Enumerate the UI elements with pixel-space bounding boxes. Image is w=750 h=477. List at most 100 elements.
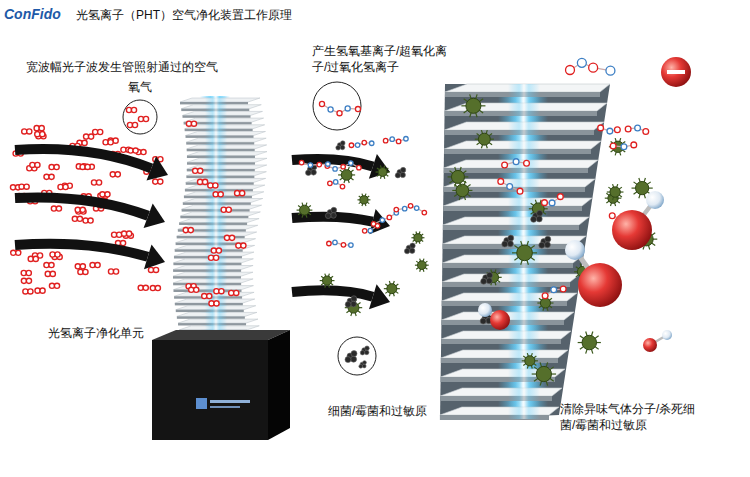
oxygen-atom <box>33 256 38 261</box>
oxygen-atom <box>54 283 59 288</box>
zoomed-tower <box>440 84 610 420</box>
allergen-particle <box>331 213 337 219</box>
ion-atom <box>333 167 337 171</box>
oxygen-sphere <box>578 263 622 307</box>
hydrogen-sphere <box>662 330 672 340</box>
allergen-particle <box>306 170 312 176</box>
ion-atom <box>355 106 360 111</box>
ion-atom <box>507 184 513 190</box>
allergen-particle <box>400 172 405 177</box>
oxygen-atom <box>120 241 125 246</box>
allergen-particle <box>351 301 357 307</box>
oxygen-atom <box>26 278 31 283</box>
oxygen-atom <box>198 168 203 173</box>
ion-atom <box>614 127 620 133</box>
ion-atom <box>635 125 641 131</box>
oxygen-atom <box>143 116 148 121</box>
flow-arrowhead <box>369 154 390 179</box>
oxygen-atom <box>216 248 221 253</box>
callout-label: 氧气 <box>128 80 152 96</box>
oxygen-atom <box>24 184 29 189</box>
oxygen-atom <box>39 126 44 131</box>
bacterium <box>414 234 422 242</box>
ion-atom <box>319 101 324 106</box>
allergen-particle <box>336 145 341 150</box>
flow-arrowhead <box>147 156 169 180</box>
oxygen-atom <box>207 293 212 298</box>
oxygen-atom <box>50 271 55 276</box>
oxygen-atom <box>218 192 223 197</box>
ion-atom <box>349 243 353 247</box>
bacterium <box>387 284 397 294</box>
oxygen-atom <box>49 262 54 267</box>
ion-atom <box>357 165 361 169</box>
bacterium <box>525 356 535 366</box>
ion-atom <box>362 229 366 233</box>
tower-fin-edge <box>442 263 573 268</box>
callout-circle <box>338 337 376 375</box>
allergen-particle <box>507 241 513 247</box>
bacterium <box>322 276 331 285</box>
bacterium <box>341 170 352 181</box>
ion-atom <box>349 143 353 147</box>
allergen-particle <box>481 278 487 284</box>
ion-atom <box>327 241 331 245</box>
uv-lamp-glow <box>205 96 227 332</box>
tower-fin <box>440 388 562 396</box>
bacterium <box>478 133 490 145</box>
allergen-particle <box>487 272 493 278</box>
oxygen-atom <box>127 231 132 236</box>
oxygen-atom <box>35 162 40 167</box>
oxygen-atom <box>88 218 93 223</box>
bacterium <box>418 261 427 270</box>
tower-fin <box>441 331 571 339</box>
oxygen-atom <box>105 192 110 197</box>
allergen-particle <box>345 357 351 363</box>
ion-atom <box>422 210 426 214</box>
ion-atom <box>341 164 345 168</box>
bacterium <box>582 335 597 350</box>
oxygen-atom <box>16 250 21 255</box>
oxygen-atom <box>83 269 88 274</box>
flow-arrow <box>292 159 373 167</box>
ion-atom <box>317 162 321 166</box>
ion-atom <box>362 140 366 144</box>
oxygen-atom <box>54 164 59 169</box>
ion-atom <box>498 179 504 185</box>
ion-atom <box>328 181 332 185</box>
ion-atom <box>340 184 344 188</box>
ion-atom <box>549 200 555 206</box>
allergen-particle <box>404 248 409 253</box>
ion-atom <box>368 228 372 232</box>
oxygen-atom <box>241 243 246 248</box>
oxygen-atom <box>85 164 90 169</box>
oxygen-atom <box>131 107 136 112</box>
allergen-particle <box>331 207 337 213</box>
ion-atom <box>625 126 631 132</box>
oxygen-atom <box>28 289 33 294</box>
oxygen-atom <box>143 285 148 290</box>
purifier-tower <box>10 96 290 440</box>
base-side <box>268 330 290 440</box>
ion-atom <box>355 143 359 147</box>
ion-atom <box>383 138 387 142</box>
allergen-particle <box>508 235 514 241</box>
ion-atom <box>524 160 530 166</box>
brand-logo: ConFido <box>4 5 61 23</box>
oxygen-atom <box>40 288 45 293</box>
base-logo-bar <box>210 406 240 408</box>
ion-atom <box>394 207 398 211</box>
ion-atom <box>404 137 408 141</box>
callout-label: 细菌/霉菌和过敏原 <box>328 404 427 420</box>
hydrogen-sphere <box>646 191 664 209</box>
oxygen-atom <box>95 262 100 267</box>
ion-atom <box>328 107 333 112</box>
hydrogen-sphere <box>565 240 585 260</box>
ion-atom <box>542 293 548 299</box>
ion-atom <box>390 137 394 141</box>
ion-atom <box>299 160 303 164</box>
bacterium <box>300 205 310 215</box>
ion-atom <box>513 159 519 165</box>
oxygen-atom <box>141 149 146 154</box>
oxygen-atom <box>229 235 234 240</box>
